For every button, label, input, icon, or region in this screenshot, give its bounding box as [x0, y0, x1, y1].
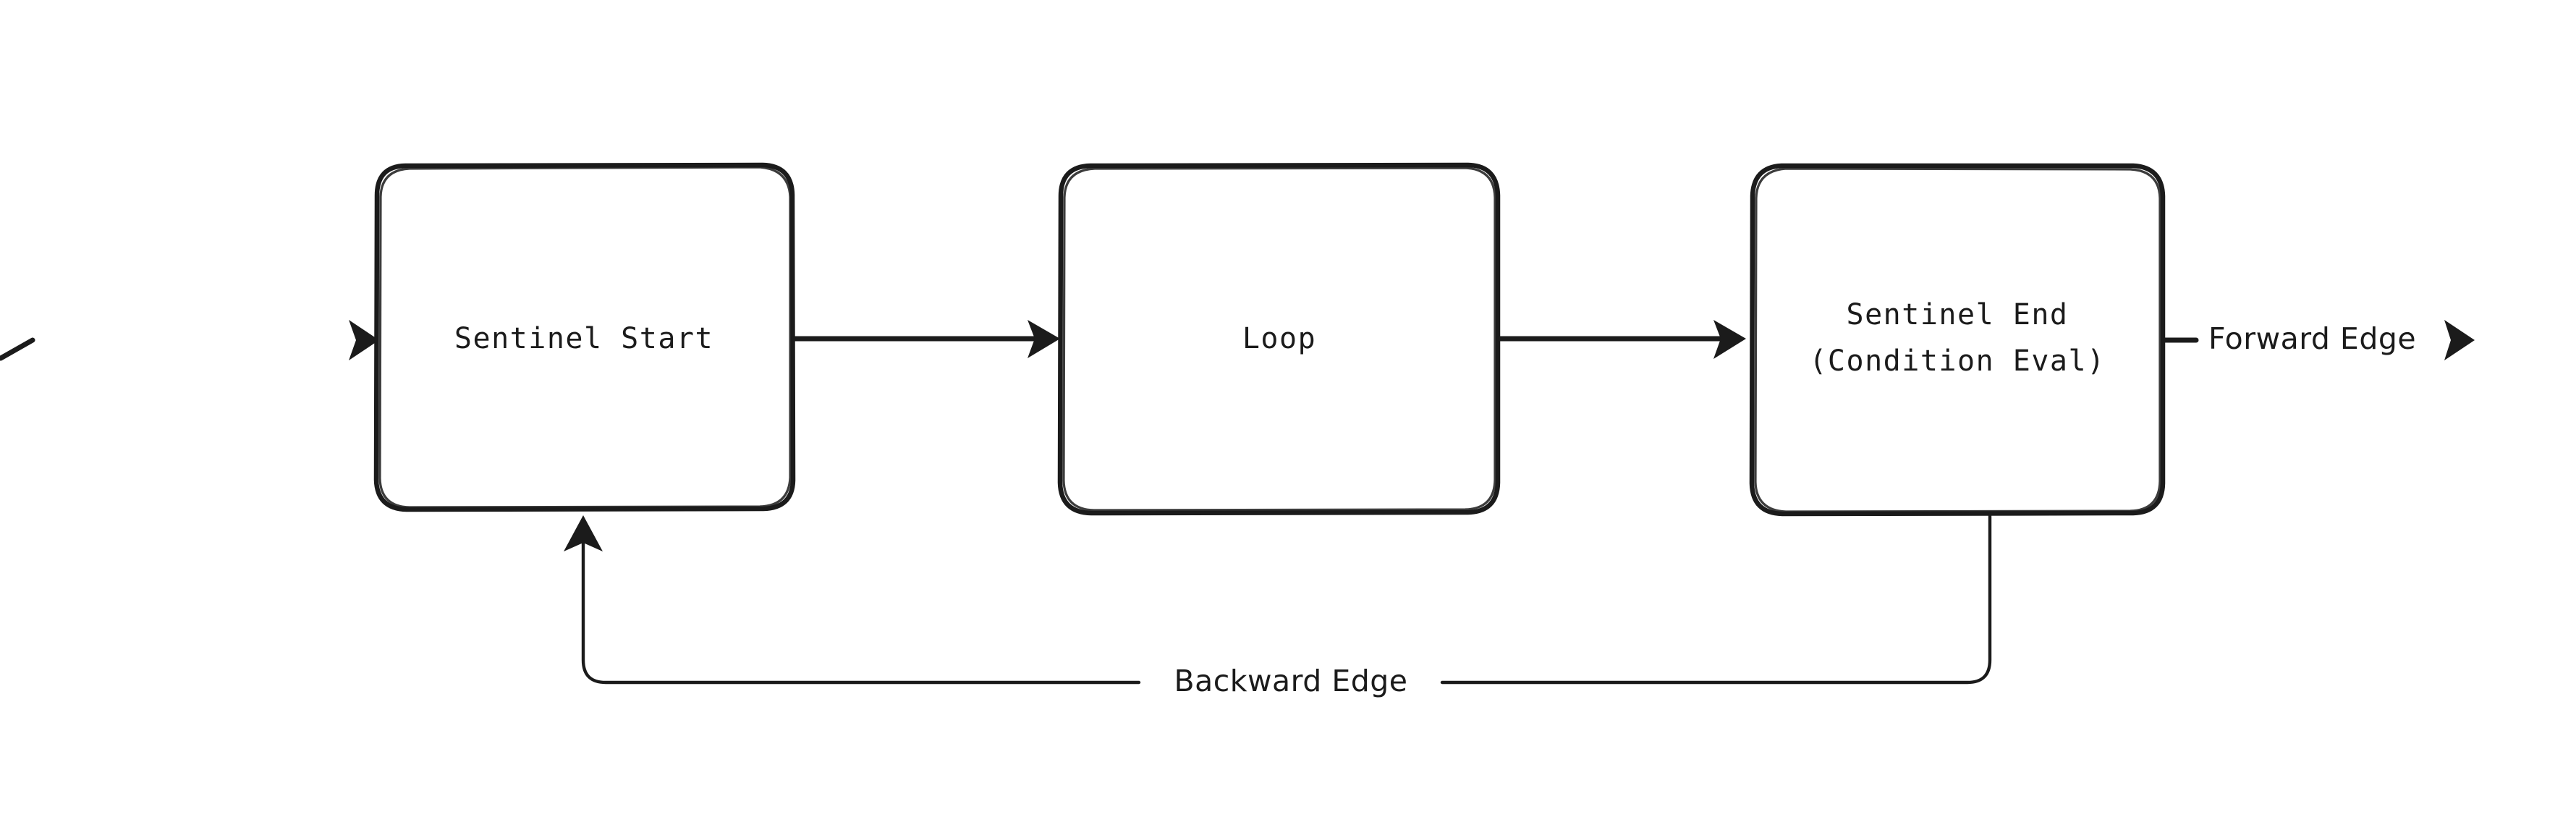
loop-to-end-arrowhead [1713, 320, 1746, 359]
edge-start-to-loop[interactable] [792, 320, 1060, 358]
edge-label-backward: Backward Edge [1174, 664, 1407, 698]
node-label-sentinel-end-line2: (Condition Eval) [1809, 344, 2105, 378]
edge-label-forward: Forward Edge [2208, 321, 2416, 356]
node-label-loop: Loop [1242, 322, 1316, 355]
forward-edge-arrowhead [2444, 320, 2475, 360]
edge-entry[interactable] [0, 320, 379, 361]
start-to-loop-arrowhead [1028, 320, 1060, 358]
edge-backward[interactable]: Backward Edge [564, 512, 1992, 698]
backward-edge-arrowhead [564, 515, 603, 551]
edge-loop-to-end[interactable] [1496, 320, 1746, 359]
node-label-sentinel-end-line1: Sentinel End [1847, 298, 2069, 331]
node-sentinel-end[interactable]: Sentinel End (Condition Eval) [1749, 163, 2166, 517]
edge-forward[interactable]: Forward Edge [2161, 320, 2475, 360]
node-label-sentinel-start: Sentinel Start [454, 322, 713, 355]
node-loop[interactable]: Loop [1057, 162, 1501, 516]
node-sentinel-start[interactable]: Sentinel Start [373, 162, 796, 512]
entry-arrowhead [349, 320, 379, 360]
